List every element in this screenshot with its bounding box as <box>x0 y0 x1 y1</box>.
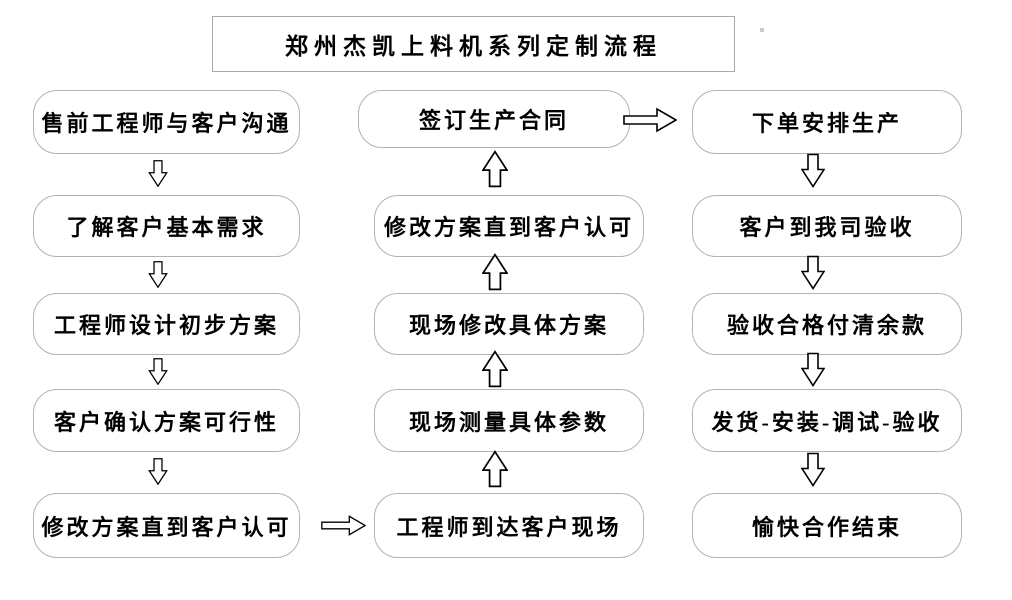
step-revise-until-approved-office: 修改方案直到客户认可 <box>33 493 300 558</box>
step-happy-cooperation-end: 愉快合作结束 <box>692 493 962 558</box>
up-arrow-icon <box>482 350 508 388</box>
step-engineer-arrive-site: 工程师到达客户现场 <box>374 493 644 558</box>
step-onsite-revise-plan: 现场修改具体方案 <box>374 293 644 355</box>
step-understand-customer-needs: 了解客户基本需求 <box>33 195 300 257</box>
stray-mark <box>760 28 764 32</box>
down-arrow-icon <box>801 452 825 487</box>
up-arrow-icon <box>482 150 508 188</box>
step-sign-production-contract: 签订生产合同 <box>358 90 630 148</box>
up-arrow-icon <box>482 450 508 488</box>
step-presale-engineer-communication: 售前工程师与客户沟通 <box>33 90 300 154</box>
right-arrow-icon <box>623 107 677 133</box>
up-arrow-icon <box>482 253 508 291</box>
step-place-order-production: 下单安排生产 <box>692 90 962 154</box>
step-engineer-initial-design: 工程师设计初步方案 <box>33 293 300 355</box>
right-arrow-icon <box>321 515 366 536</box>
down-arrow-icon <box>801 255 825 290</box>
down-arrow-icon <box>801 153 825 188</box>
step-acceptance-pay-balance: 验收合格付清余款 <box>692 293 962 355</box>
step-onsite-measure-parameters: 现场测量具体参数 <box>374 389 644 452</box>
step-customer-confirm-feasibility: 客户确认方案可行性 <box>33 389 300 452</box>
step-revise-until-approved-onsite: 修改方案直到客户认可 <box>374 195 644 257</box>
down-arrow-icon <box>801 352 825 387</box>
down-arrow-icon <box>148 358 168 385</box>
down-arrow-icon <box>148 261 168 288</box>
down-arrow-icon <box>148 458 168 485</box>
step-ship-install-debug-accept: 发货-安装-调试-验收 <box>692 389 962 452</box>
down-arrow-icon <box>148 160 168 187</box>
page-title: 郑州杰凯上料机系列定制流程 <box>285 34 662 59</box>
step-customer-acceptance-visit: 客户到我司验收 <box>692 195 962 257</box>
title-box: 郑州杰凯上料机系列定制流程 <box>212 16 735 72</box>
